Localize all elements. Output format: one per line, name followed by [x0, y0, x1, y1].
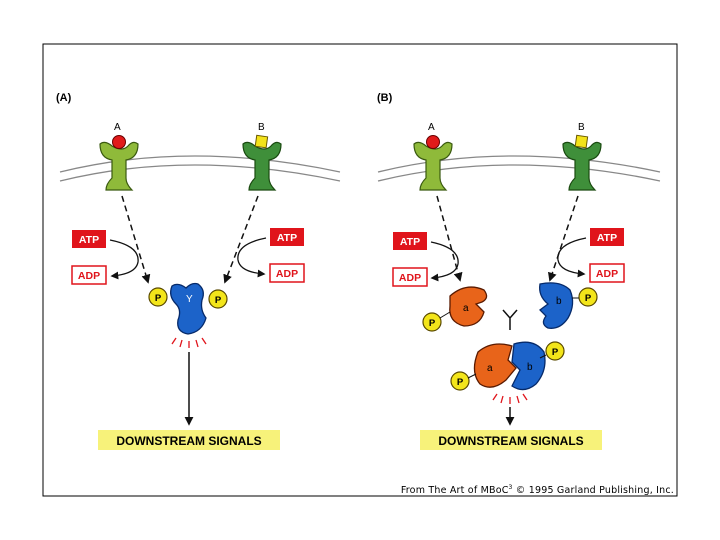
atp-label-left-b: ATP: [400, 236, 420, 248]
atp-to-adp-right: [237, 237, 267, 278]
complex-a-label: a: [487, 363, 493, 374]
downstream-highlight-b: [420, 430, 602, 450]
phosphate-a-free: [422, 312, 442, 332]
bond-a-free: [439, 311, 451, 319]
phosphate-complex-right: [545, 341, 565, 361]
adp-label-left-b: ADP: [399, 272, 421, 284]
atp-label-left: ATP: [79, 234, 99, 246]
credit-sup: 3: [508, 484, 513, 491]
atp-label-right-b: ATP: [597, 232, 617, 244]
subunit-a-free-label: a: [463, 303, 469, 314]
ligand-red-b: [426, 135, 440, 149]
membrane-b-inner: [377, 164, 661, 182]
ligand-yellow-square: [254, 134, 269, 149]
receptor-a-label-b: A: [428, 122, 435, 133]
receptor-b-label: B: [258, 122, 265, 133]
receptor-b: B: [242, 122, 282, 191]
figure-frame: [42, 43, 678, 497]
credit-line: From The Art of MBoC3 © 1995 Garland Pub…: [401, 484, 674, 496]
adp-badge-left-b: [392, 267, 428, 287]
adp-label-right: ADP: [276, 268, 298, 280]
adp-badge-right: [269, 263, 305, 283]
arrow-a-dashed: [121, 195, 151, 284]
activity-rays-b: [492, 393, 528, 404]
phosphate-complex-left: [450, 371, 470, 391]
complex-ab: a b: [473, 341, 546, 391]
phosphate-b-free-label: P: [585, 293, 592, 304]
protein-y-label: Y: [186, 294, 193, 305]
atp-badge-right-b: [590, 228, 624, 246]
adp-badge-right-b: [589, 263, 625, 283]
receptor-a-b: A: [413, 122, 453, 191]
arrow-b-dashed-b: [548, 195, 579, 282]
credit-suffix: © 1995 Garland Publishing, Inc.: [512, 485, 674, 497]
phosphate-left-label: P: [155, 293, 162, 304]
panel-b-tag: (B): [377, 92, 393, 104]
credit-prefix: From The Art of MBoC: [400, 485, 509, 497]
subunit-b-free: b: [539, 282, 574, 329]
adp-label-left: ADP: [78, 270, 100, 282]
phosphate-b-free: [578, 287, 598, 307]
receptor-b-label-b: B: [578, 122, 585, 133]
subunit-b-free-label: b: [556, 296, 562, 307]
receptor-a: A: [99, 122, 139, 191]
bond-complex-right: [539, 354, 547, 359]
receptor-a-label: A: [114, 122, 121, 133]
atp-badge-left-b: [393, 232, 427, 250]
arrow-b-dashed: [223, 195, 259, 284]
phosphate-complex-right-label: P: [552, 347, 559, 358]
atp-badge-right: [270, 228, 304, 246]
membrane-a: [59, 155, 341, 173]
atp-badge-left: [72, 230, 106, 248]
panel-a-tag: (A): [56, 92, 72, 104]
atp-to-adp-left: [109, 239, 139, 280]
phosphate-left: [148, 287, 168, 307]
bond-complex-left: [467, 373, 477, 379]
ligand-red: [112, 135, 126, 149]
phosphate-right: [208, 289, 228, 309]
ligand-yellow-square-b: [574, 134, 589, 149]
protein-y: Y: [170, 282, 207, 335]
downstream-highlight-a: [98, 430, 280, 450]
receptor-b-b: B: [562, 122, 602, 191]
panel-a: (A) A B ATP ADP ATP ADP: [56, 92, 341, 450]
downstream-label-a: DOWNSTREAM SIGNALS: [116, 434, 261, 448]
join-mark: [502, 309, 518, 330]
membrane-a-inner: [59, 164, 341, 182]
phosphate-a-free-label: P: [429, 318, 436, 329]
complex-b-label: b: [527, 362, 533, 373]
atp-to-adp-left-b: [430, 241, 459, 282]
downstream-label-b: DOWNSTREAM SIGNALS: [438, 434, 583, 448]
subunit-a-free: a: [449, 286, 488, 327]
activity-rays-a: [171, 337, 207, 348]
adp-badge-left: [71, 265, 107, 285]
atp-to-adp-right-b: [557, 237, 587, 278]
phosphate-complex-left-label: P: [457, 377, 464, 388]
arrow-a-dashed-b: [436, 195, 463, 282]
atp-label-right: ATP: [277, 232, 297, 244]
phosphate-right-label: P: [215, 295, 222, 306]
membrane-b: [377, 155, 661, 173]
panel-b: (B) A B ATP ADP ATP ADP: [377, 92, 661, 450]
adp-label-right-b: ADP: [596, 268, 618, 280]
